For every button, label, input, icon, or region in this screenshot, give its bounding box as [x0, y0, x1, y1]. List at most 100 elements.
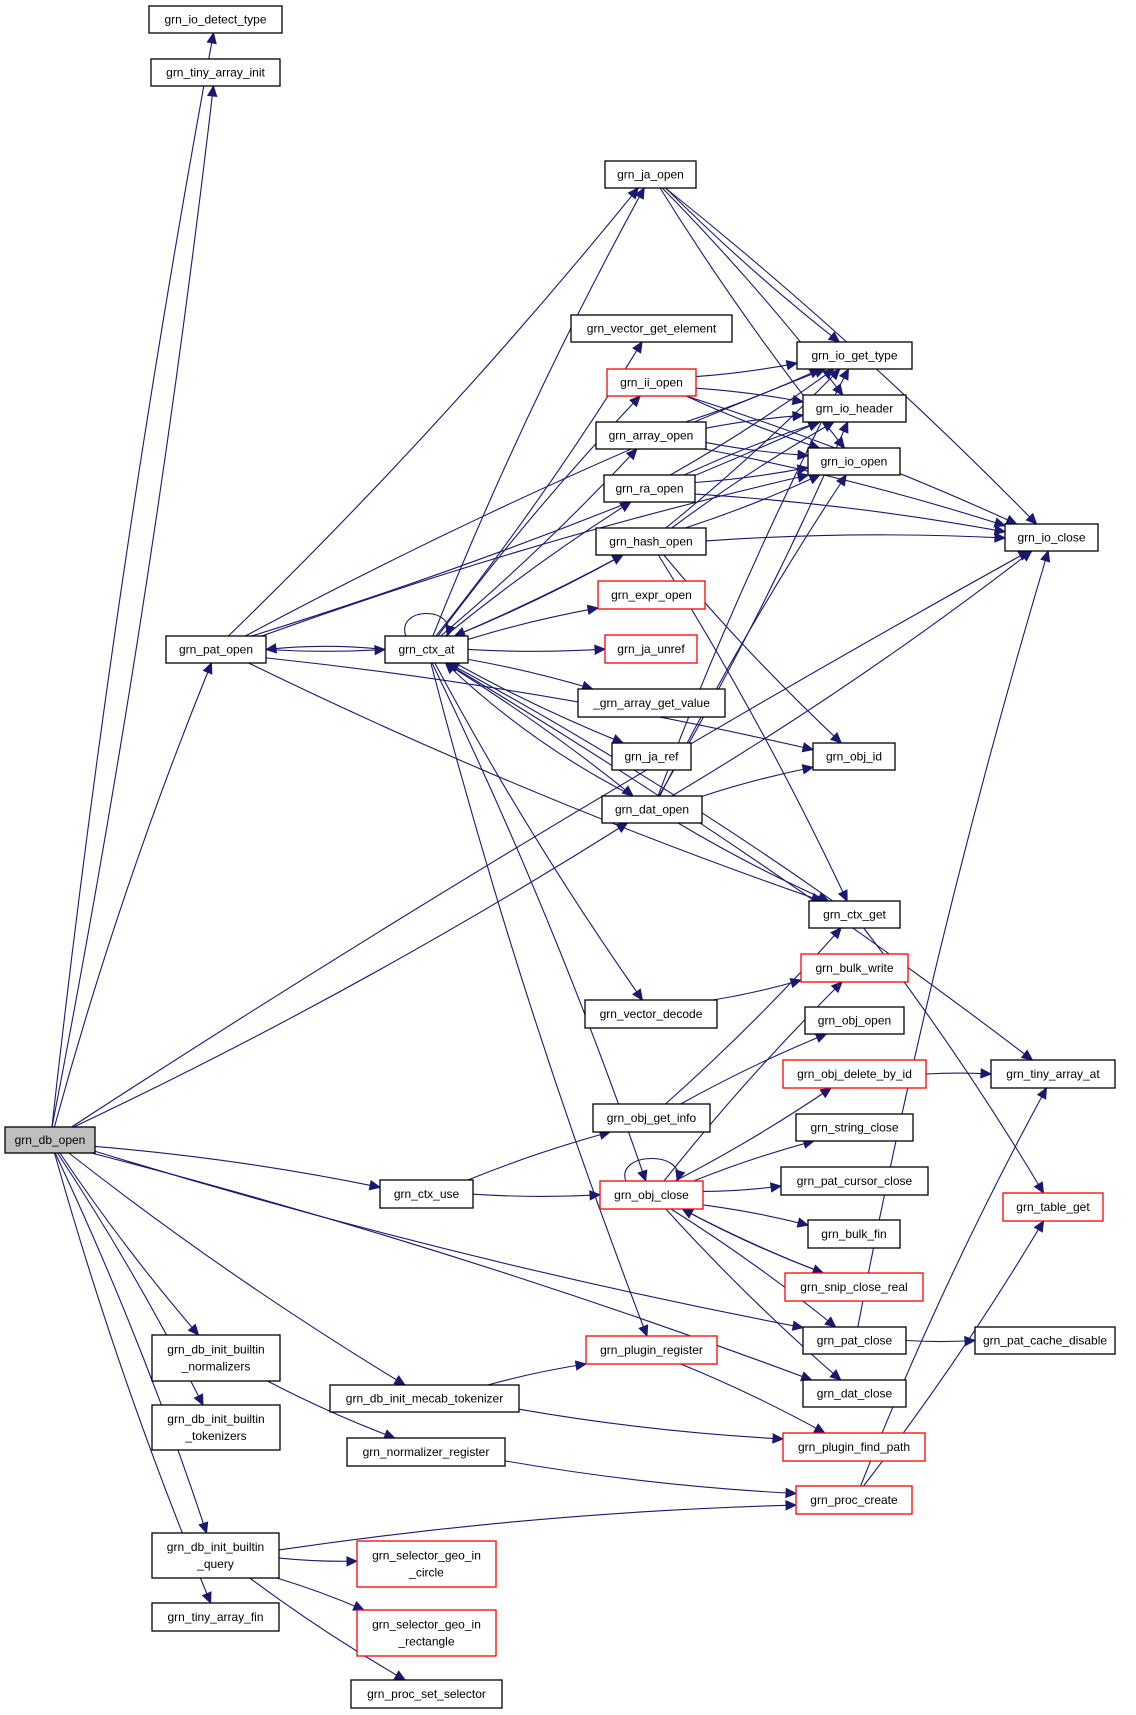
- node-box[interactable]: [802, 394, 907, 423]
- node-box[interactable]: [595, 421, 707, 450]
- node-box[interactable]: [800, 953, 909, 983]
- node-grn-io-header[interactable]: grn_io_header: [802, 394, 907, 423]
- node-grn-expr-open[interactable]: grn_expr_open: [597, 580, 706, 610]
- node-box[interactable]: [604, 160, 697, 189]
- node-box[interactable]: [570, 314, 733, 343]
- node-box[interactable]: [808, 900, 901, 929]
- node-grn-dat-close[interactable]: grn_dat_close: [802, 1379, 907, 1408]
- node-grn-ja-unref[interactable]: grn_ja_unref: [604, 634, 698, 664]
- node-grn-array-open[interactable]: grn_array_open: [595, 421, 707, 450]
- node-grn-selector-geo-in-rectangle[interactable]: grn_selector_geo_in_rectangle: [356, 1609, 497, 1657]
- node--grn-array-get-value[interactable]: _grn_array_get_value: [577, 688, 726, 718]
- node-box[interactable]: [611, 742, 692, 771]
- node-box[interactable]: [151, 1404, 281, 1451]
- node-box[interactable]: [782, 1432, 926, 1462]
- node-grn-db-init-builtin-query[interactable]: grn_db_init_builtin_query: [151, 1532, 280, 1579]
- node-box[interactable]: [584, 999, 718, 1029]
- node-grn-obj-close[interactable]: grn_obj_close: [599, 1180, 704, 1210]
- node-box[interactable]: [356, 1609, 497, 1657]
- node-grn-bulk-write[interactable]: grn_bulk_write: [800, 953, 909, 983]
- node-grn-io-close[interactable]: grn_io_close: [1004, 523, 1099, 552]
- node-box[interactable]: [603, 474, 696, 503]
- node-box[interactable]: [796, 341, 913, 370]
- node-box[interactable]: [592, 1103, 711, 1133]
- node-box[interactable]: [329, 1384, 520, 1413]
- node-box[interactable]: [795, 1113, 914, 1142]
- node-grn-normalizer-register[interactable]: grn_normalizer_register: [346, 1437, 506, 1467]
- node-box[interactable]: [597, 580, 706, 610]
- node-grn-obj-id[interactable]: grn_obj_id: [812, 742, 896, 771]
- node-grn-tiny-array-init[interactable]: grn_tiny_array_init: [150, 58, 281, 87]
- node-box[interactable]: [974, 1326, 1116, 1355]
- node-grn-plugin-find-path[interactable]: grn_plugin_find_path: [782, 1432, 926, 1462]
- node-grn-pat-close[interactable]: grn_pat_close: [802, 1326, 907, 1355]
- node-grn-pat-open[interactable]: grn_pat_open: [165, 635, 267, 664]
- node-box[interactable]: [148, 5, 283, 34]
- node-box[interactable]: [356, 1540, 497, 1588]
- node-box[interactable]: [577, 688, 726, 718]
- node-grn-bulk-fin[interactable]: grn_bulk_fin: [807, 1219, 901, 1249]
- node-grn-snip-close-real[interactable]: grn_snip_close_real: [784, 1272, 924, 1302]
- node-grn-obj-get-info[interactable]: grn_obj_get_info: [592, 1103, 711, 1133]
- node-grn-tiny-array-at[interactable]: grn_tiny_array_at: [990, 1059, 1116, 1089]
- node-grn-dat-open[interactable]: grn_dat_open: [601, 795, 703, 824]
- node-box[interactable]: [151, 1602, 280, 1632]
- node-box[interactable]: [780, 1166, 929, 1196]
- node-grn-ctx-at[interactable]: grn_ctx_at: [384, 635, 469, 664]
- node-box[interactable]: [802, 1326, 907, 1355]
- node-box[interactable]: [601, 795, 703, 824]
- node-grn-table-get[interactable]: grn_table_get: [1002, 1192, 1104, 1222]
- node-box[interactable]: [585, 1335, 718, 1365]
- node-grn-ii-open[interactable]: grn_ii_open: [606, 368, 697, 397]
- node-grn-ja-open[interactable]: grn_ja_open: [604, 160, 697, 189]
- node-box[interactable]: [802, 1379, 907, 1408]
- node-grn-obj-open[interactable]: grn_obj_open: [804, 1006, 905, 1035]
- node-box[interactable]: [599, 1180, 704, 1210]
- node-box[interactable]: [1004, 523, 1099, 552]
- node-box[interactable]: [595, 527, 707, 556]
- node-grn-io-detect-type[interactable]: grn_io_detect_type: [148, 5, 283, 34]
- node-box[interactable]: [782, 1059, 927, 1089]
- node-box[interactable]: [795, 1485, 913, 1515]
- node-grn-proc-create[interactable]: grn_proc_create: [795, 1485, 913, 1515]
- node-grn-io-open[interactable]: grn_io_open: [807, 447, 901, 476]
- node-grn-obj-delete-by-id[interactable]: grn_obj_delete_by_id: [782, 1059, 927, 1089]
- node-grn-vector-get-element[interactable]: grn_vector_get_element: [570, 314, 733, 343]
- node-box[interactable]: [379, 1179, 474, 1209]
- node-grn-ra-open[interactable]: grn_ra_open: [603, 474, 696, 503]
- node-grn-io-get-type[interactable]: grn_io_get_type: [796, 341, 913, 370]
- node-grn-db-init-builtin-tokenizers[interactable]: grn_db_init_builtin_tokenizers: [151, 1404, 281, 1451]
- node-grn-ctx-use[interactable]: grn_ctx_use: [379, 1179, 474, 1209]
- node-box[interactable]: [151, 1334, 281, 1382]
- node-grn-pat-cursor-close[interactable]: grn_pat_cursor_close: [780, 1166, 929, 1196]
- node-grn-vector-decode[interactable]: grn_vector_decode: [584, 999, 718, 1029]
- node-grn-tiny-array-fin[interactable]: grn_tiny_array_fin: [151, 1602, 280, 1632]
- node-box[interactable]: [812, 742, 896, 771]
- node-grn-ja-ref[interactable]: grn_ja_ref: [611, 742, 692, 771]
- node-grn-hash-open[interactable]: grn_hash_open: [595, 527, 707, 556]
- node-box[interactable]: [807, 447, 901, 476]
- node-box[interactable]: [150, 58, 281, 87]
- node-box[interactable]: [784, 1272, 924, 1302]
- node-box[interactable]: [804, 1006, 905, 1035]
- node-grn-pat-cache-disable[interactable]: grn_pat_cache_disable: [974, 1326, 1116, 1355]
- node-box[interactable]: [807, 1219, 901, 1249]
- node-box[interactable]: [990, 1059, 1116, 1089]
- node-grn-db-open[interactable]: grn_db_open: [4, 1126, 96, 1154]
- node-grn-db-init-builtin-normalizers[interactable]: grn_db_init_builtin_normalizers: [151, 1334, 281, 1382]
- node-box[interactable]: [604, 634, 698, 664]
- node-grn-ctx-get[interactable]: grn_ctx_get: [808, 900, 901, 929]
- node-grn-selector-geo-in-circle[interactable]: grn_selector_geo_in_circle: [356, 1540, 497, 1588]
- node-box[interactable]: [1002, 1192, 1104, 1222]
- node-box[interactable]: [606, 368, 697, 397]
- node-box[interactable]: [151, 1532, 280, 1579]
- node-grn-string-close[interactable]: grn_string_close: [795, 1113, 914, 1142]
- node-grn-db-init-mecab-tokenizer[interactable]: grn_db_init_mecab_tokenizer: [329, 1384, 520, 1413]
- node-grn-proc-set-selector[interactable]: grn_proc_set_selector: [350, 1679, 503, 1709]
- node-box[interactable]: [384, 635, 469, 664]
- node-box[interactable]: [346, 1437, 506, 1467]
- node-box[interactable]: [350, 1679, 503, 1709]
- node-grn-plugin-register[interactable]: grn_plugin_register: [585, 1335, 718, 1365]
- node-box[interactable]: [165, 635, 267, 664]
- node-box[interactable]: [4, 1126, 96, 1154]
